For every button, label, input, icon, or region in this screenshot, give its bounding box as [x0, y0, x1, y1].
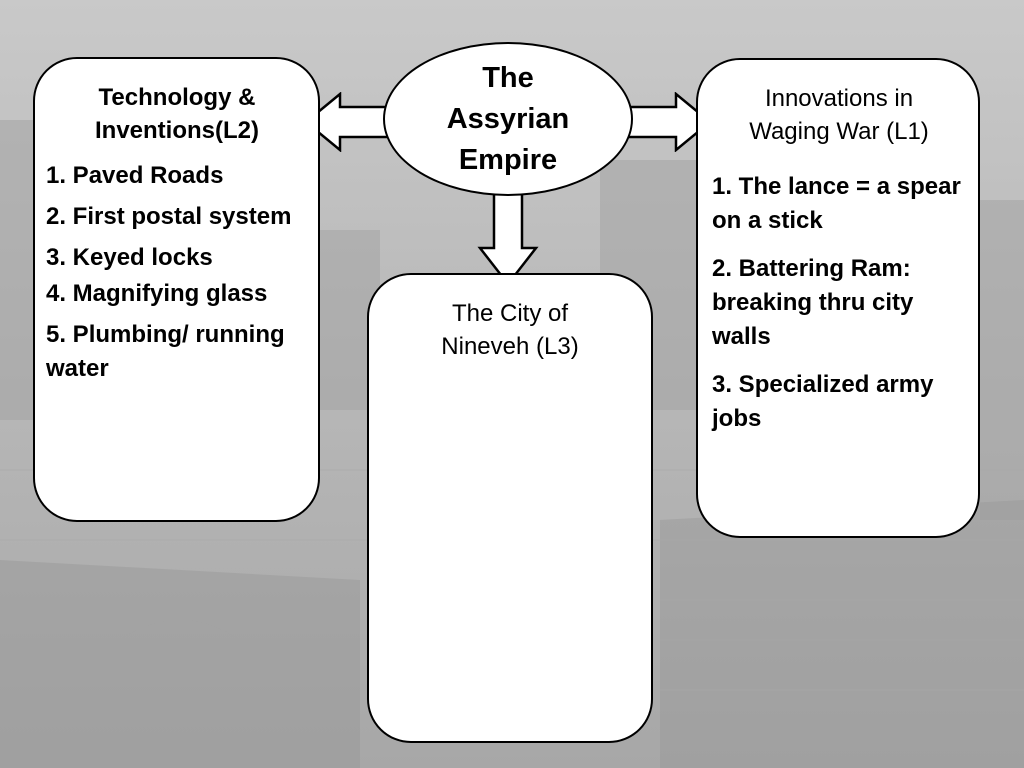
arrow-right [624, 92, 712, 152]
list-item: 2. First postal system [46, 203, 292, 230]
arrow-left [304, 92, 392, 152]
nineveh-title: The City of Nineveh (L3) [441, 300, 579, 360]
technology-inventions-list: 1. Paved Roads 2. First postal system 3.… [46, 159, 308, 386]
arrow-down [477, 188, 539, 287]
central-topic-ellipse: The Assyrian Empire [383, 42, 633, 196]
waging-war-title: Innovations in Waging War (L1) [749, 85, 929, 145]
technology-inventions-title: Technology & Inventions(L2) [94, 84, 259, 144]
list-item: 3. Keyed locks [46, 244, 213, 271]
list-item: 1. The lance = a spear on a stick [712, 173, 961, 234]
waging-war-list: 1. The lance = a spear on a stick 2. Bat… [712, 170, 966, 436]
waging-war-box: Innovations in Waging War (L1) 1. The la… [696, 58, 980, 538]
central-topic-title: The Assyrian Empire [446, 61, 570, 176]
list-item: 5. Plumbing/ running water [46, 321, 285, 382]
list-item: 1. Paved Roads [46, 162, 224, 189]
technology-inventions-box: Technology & Inventions(L2) 1. Paved Roa… [33, 57, 320, 522]
nineveh-box: The City of Nineveh (L3) [367, 273, 653, 743]
list-item: 2. Battering Ram: breaking thru city wal… [712, 255, 914, 350]
list-item: 4. Magnifying glass [46, 280, 268, 307]
list-item: 3. Specialized army jobs [712, 371, 934, 432]
